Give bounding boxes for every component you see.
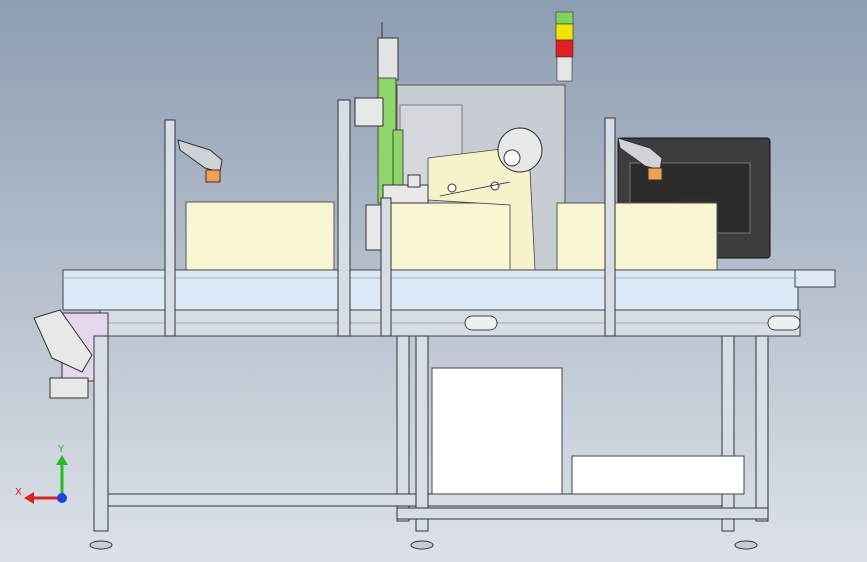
product-box-left <box>185 201 335 271</box>
labeler-roller-2 <box>490 181 500 191</box>
lower-frame <box>89 335 769 550</box>
leg-left <box>93 335 109 532</box>
frame-end-slot <box>767 315 801 331</box>
foot-center <box>410 540 434 550</box>
bottom-rail-right <box>427 493 723 507</box>
leg-right-1 <box>721 335 735 532</box>
post-right-upright <box>604 117 616 337</box>
tower-light-red <box>555 39 574 58</box>
leg-right-2 <box>755 335 769 522</box>
labeler-roller-1 <box>447 183 457 193</box>
motor-arm <box>33 309 93 373</box>
bottom-rail-back <box>396 507 769 520</box>
axis-triad: X Y <box>15 444 68 504</box>
scanner-right-lens <box>647 167 663 181</box>
cabinet-panel-right <box>571 455 745 495</box>
scanner-left-lens <box>205 169 221 183</box>
axis-y-arrow <box>56 455 68 465</box>
axis-x-label: X <box>15 487 22 498</box>
axis-z-dot <box>57 493 67 503</box>
scanner-post-right <box>604 117 663 337</box>
cabinet-panel-left <box>431 367 563 495</box>
monitor-brand: Windows XI <box>676 197 711 204</box>
leg-center-1 <box>396 335 410 522</box>
axis-x-arrow <box>24 492 34 504</box>
label-roll-hub <box>503 149 521 167</box>
axis-y-label: Y <box>57 444 65 455</box>
foot-left <box>89 540 113 550</box>
leg-center-2 <box>415 335 429 532</box>
motor-body <box>49 377 89 399</box>
scanner-post-left <box>164 119 223 337</box>
bottom-rail-left <box>107 493 417 507</box>
rail-carriage <box>354 97 384 127</box>
labeler-unit <box>427 127 543 271</box>
tower-base <box>556 56 573 82</box>
conveyor-extension <box>794 269 836 288</box>
sensor-block <box>407 174 421 188</box>
signal-tower <box>555 11 574 82</box>
product-box-center <box>390 202 531 271</box>
slide-block <box>382 184 429 204</box>
tower-light-yellow <box>555 23 574 41</box>
post-left-upright <box>164 119 176 337</box>
label-roll <box>497 127 543 173</box>
product-box-right <box>556 202 718 271</box>
center-post-right <box>380 197 392 337</box>
foot-right <box>734 540 758 550</box>
center-post-left <box>337 99 351 337</box>
conveyor <box>62 269 836 337</box>
column-motor <box>377 37 399 81</box>
tower-light-green <box>555 11 574 25</box>
labeler-guide <box>439 181 511 197</box>
frame-slot <box>464 315 498 331</box>
